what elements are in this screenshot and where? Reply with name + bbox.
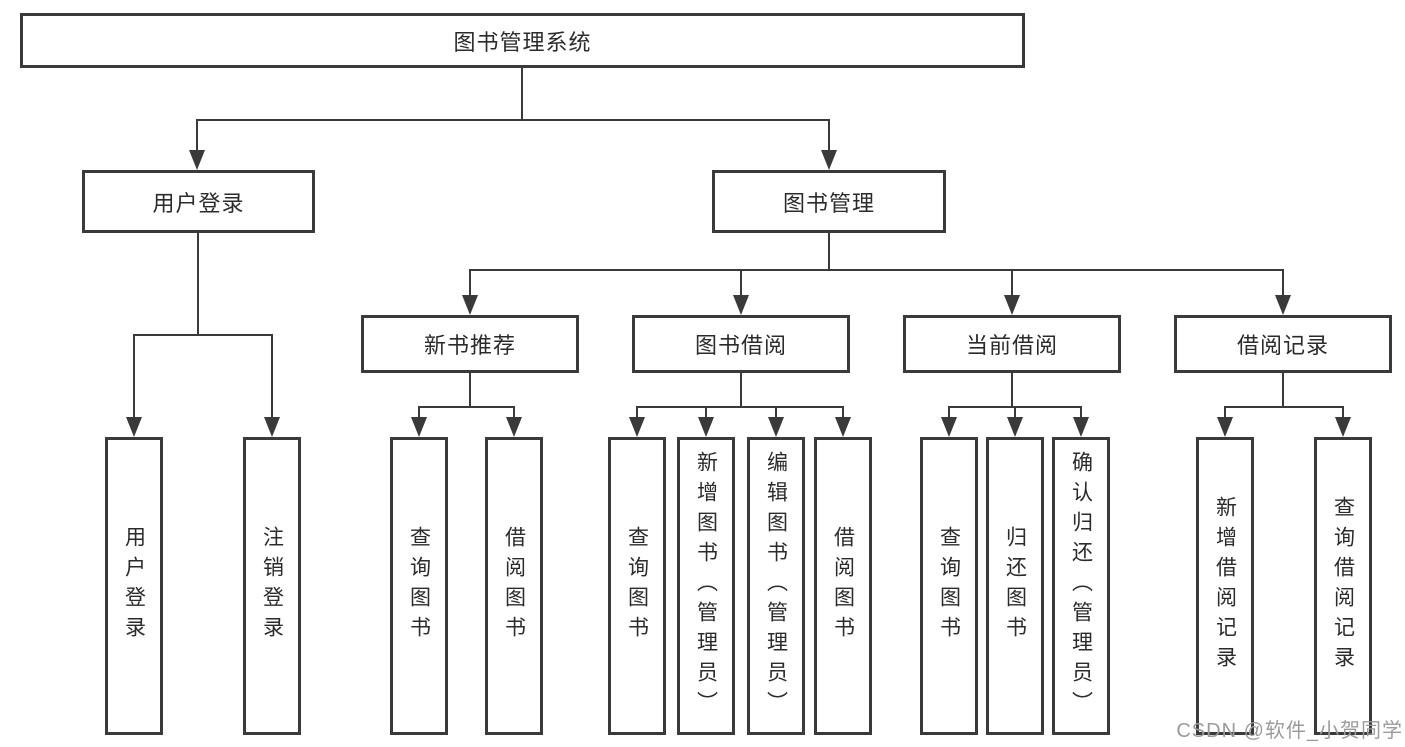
leaf-confirm-return-admin: 确认归还（管理员） (1052, 437, 1110, 735)
watermark: CSDN @软件_小贺同学 (1176, 720, 1403, 742)
connector-line (418, 406, 515, 408)
node-label: 图书借阅 (694, 333, 787, 358)
arrow-down-icon (821, 150, 837, 170)
node-label: 用户登录 (152, 190, 245, 216)
leaf-edit-book-admin: 编辑图书（管理员） (747, 437, 805, 735)
node-label: 新书推荐 (423, 333, 516, 358)
connector-line (948, 406, 950, 421)
arrow-down-icon (462, 295, 478, 315)
connector-line (740, 269, 742, 299)
connector-line (636, 406, 638, 421)
node-label: 图书管理系统 (453, 29, 592, 55)
arrow-down-icon (264, 417, 280, 437)
leaf-label: 归还图书 (1003, 526, 1027, 646)
connector-line (271, 334, 273, 421)
connector-line (828, 233, 830, 270)
connector-line (775, 406, 777, 421)
connector-line (1011, 373, 1013, 407)
connector-line (196, 119, 198, 154)
connector-line (133, 334, 273, 336)
connector-line (828, 119, 830, 154)
node-new-book-recommend: 新书推荐 (361, 315, 579, 373)
connector-line (705, 406, 707, 421)
connector-line (521, 68, 523, 120)
leaf-query-books-3: 查询图书 (920, 437, 978, 735)
connector-line (196, 119, 830, 121)
node-book-management: 图书管理 (712, 170, 946, 233)
leaf-label: 用户登录 (122, 526, 146, 646)
leaf-query-books-2: 查询图书 (608, 437, 666, 735)
connector-line (1011, 269, 1013, 299)
arrow-down-icon (1335, 417, 1351, 437)
leaf-label: 借阅图书 (502, 526, 526, 646)
connector-line (1080, 406, 1082, 421)
leaf-query-books-1: 查询图书 (390, 437, 448, 735)
leaf-add-book-admin: 新增图书（管理员） (677, 437, 735, 735)
arrow-down-icon (1004, 295, 1020, 315)
connector-line (1282, 269, 1284, 299)
connector-line (1282, 373, 1284, 407)
connector-line (842, 406, 844, 421)
connector-line (1014, 406, 1016, 421)
arrow-down-icon (835, 417, 851, 437)
leaf-label: 查询图书 (407, 526, 431, 646)
arrow-down-icon (1217, 417, 1233, 437)
connector-line (636, 406, 844, 408)
leaf-label: 注销登录 (260, 526, 284, 646)
leaf-user-login: 用户登录 (105, 437, 163, 735)
node-label: 借阅记录 (1236, 333, 1329, 358)
connector-line (1224, 406, 1344, 408)
arrow-down-icon (1275, 295, 1291, 315)
leaf-label: 借阅图书 (831, 526, 855, 646)
arrow-down-icon (1073, 417, 1089, 437)
leaf-return-books: 归还图书 (986, 437, 1044, 735)
leaf-label: 查询图书 (937, 526, 961, 646)
leaf-label: 编辑图书（管理员） (764, 451, 788, 721)
connector-line (740, 373, 742, 407)
connector-line (133, 334, 135, 421)
connector-line (469, 269, 1284, 271)
arrow-down-icon (698, 417, 714, 437)
node-root: 图书管理系统 (20, 13, 1025, 68)
arrow-down-icon (189, 150, 205, 170)
leaf-logout: 注销登录 (243, 437, 301, 735)
arrow-down-icon (506, 417, 522, 437)
leaf-borrow-books-1: 借阅图书 (485, 437, 543, 735)
leaf-label: 查询图书 (625, 526, 649, 646)
connector-line (1342, 406, 1344, 421)
leaf-label: 新增借阅记录 (1213, 496, 1237, 676)
node-book-borrowing: 图书借阅 (632, 315, 850, 373)
node-user-login: 用户登录 (82, 170, 315, 233)
leaf-borrow-books-2: 借阅图书 (814, 437, 872, 735)
connector-line (469, 373, 471, 407)
node-borrow-records: 借阅记录 (1174, 315, 1392, 373)
leaf-label: 查询借阅记录 (1331, 496, 1355, 676)
node-label: 当前借阅 (965, 333, 1058, 358)
arrow-down-icon (411, 417, 427, 437)
arrow-down-icon (941, 417, 957, 437)
connector-line (513, 406, 515, 421)
leaf-label: 确认归还（管理员） (1069, 451, 1093, 721)
leaf-label: 新增图书（管理员） (694, 451, 718, 721)
connector-line (469, 269, 471, 299)
arrow-down-icon (733, 295, 749, 315)
connector-line (197, 233, 199, 335)
node-label: 图书管理 (782, 190, 875, 216)
arrow-down-icon (1007, 417, 1023, 437)
arrow-down-icon (768, 417, 784, 437)
connector-line (418, 406, 420, 421)
connector-line (1224, 406, 1226, 421)
arrow-down-icon (629, 417, 645, 437)
arrow-down-icon (126, 417, 142, 437)
leaf-query-borrow-record: 查询借阅记录 (1314, 437, 1372, 735)
node-current-borrowing: 当前借阅 (903, 315, 1121, 373)
leaf-add-borrow-record: 新增借阅记录 (1196, 437, 1254, 735)
